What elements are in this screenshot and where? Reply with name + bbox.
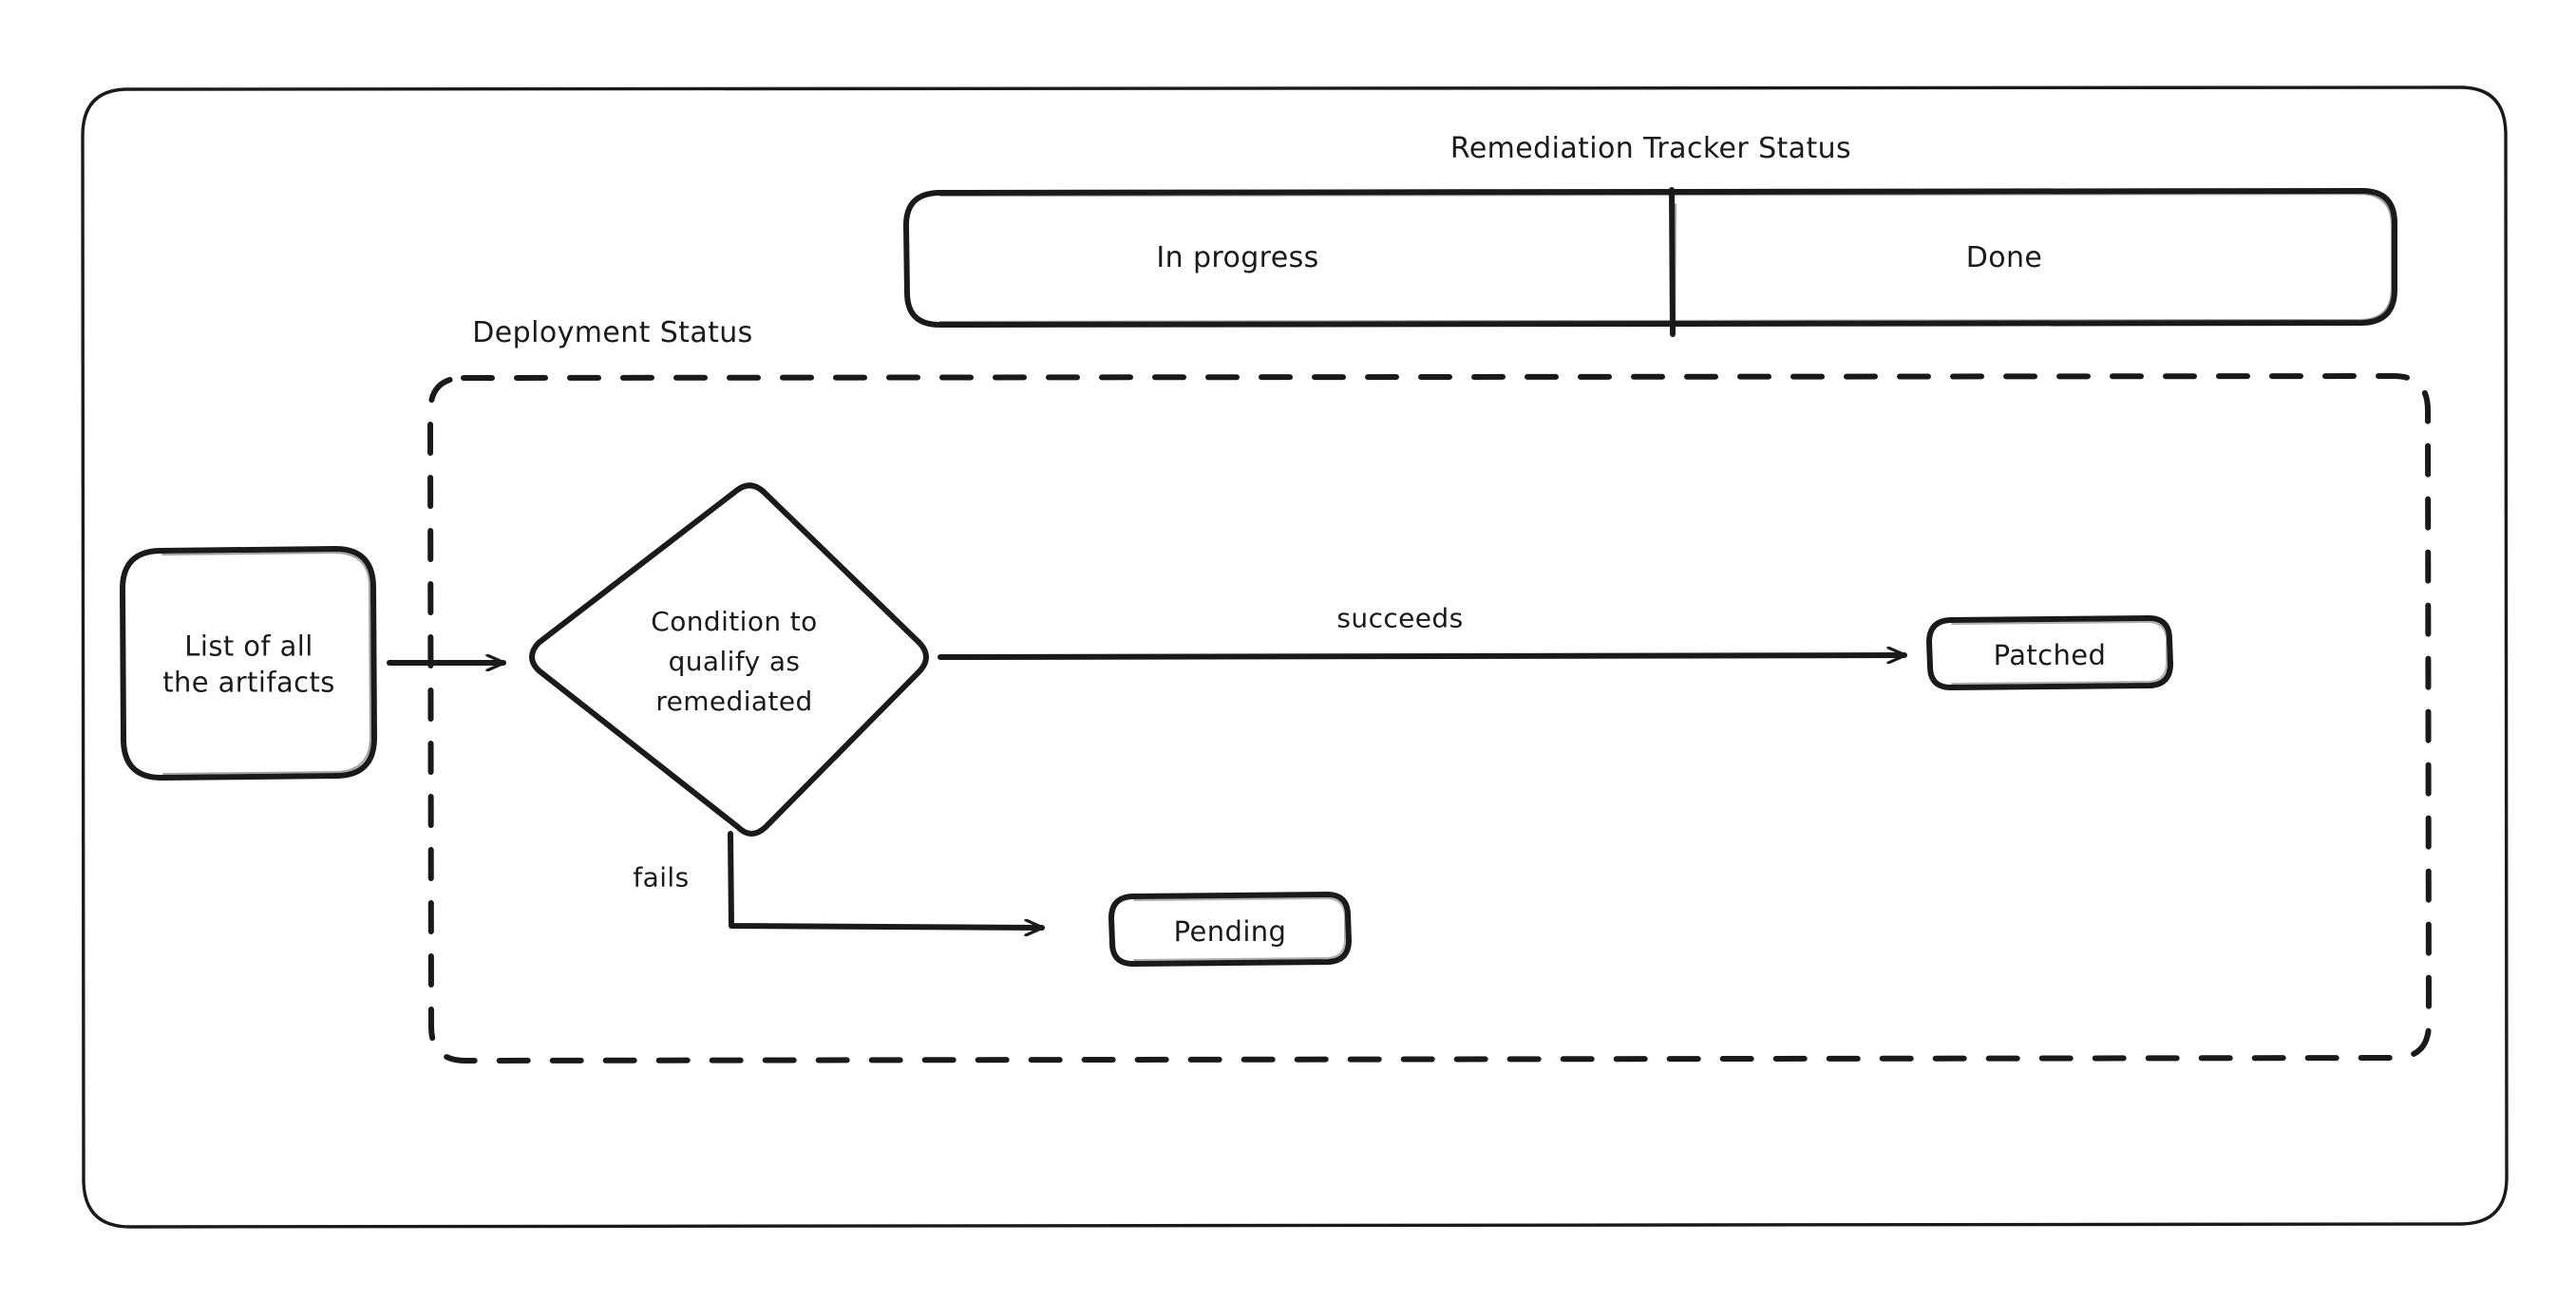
lane-label-done: Done bbox=[1965, 241, 2043, 275]
node-patched[interactable] bbox=[1926, 615, 2173, 690]
node-label-patched: Patched bbox=[1993, 638, 2107, 671]
diagram-frame bbox=[81, 85, 2509, 1229]
lane-label-in-progress: In progress bbox=[1156, 241, 1319, 275]
edge-label-fails: fails bbox=[633, 861, 690, 894]
group-label-deployment-status: Deployment Status bbox=[472, 316, 753, 350]
node-pending[interactable] bbox=[1108, 892, 1352, 967]
node-artifacts[interactable] bbox=[120, 546, 377, 781]
node-label-condition: Condition to qualify as remediated bbox=[651, 606, 818, 717]
edge-condition-to-pending bbox=[728, 831, 1045, 928]
deployment-status-group bbox=[427, 373, 2432, 1064]
node-condition[interactable] bbox=[529, 482, 929, 837]
node-label-pending: Pending bbox=[1173, 914, 1287, 948]
edge-label-succeeds: succeeds bbox=[1336, 602, 1464, 634]
tracker-lane-container bbox=[903, 188, 2397, 328]
node-label-artifacts: List of all the artifacts bbox=[162, 630, 335, 699]
edge-condition-to-patched bbox=[938, 655, 1907, 657]
tracker-lane-divider bbox=[1669, 187, 1676, 337]
tracker-title: Remediation Tracker Status bbox=[1449, 132, 1852, 166]
